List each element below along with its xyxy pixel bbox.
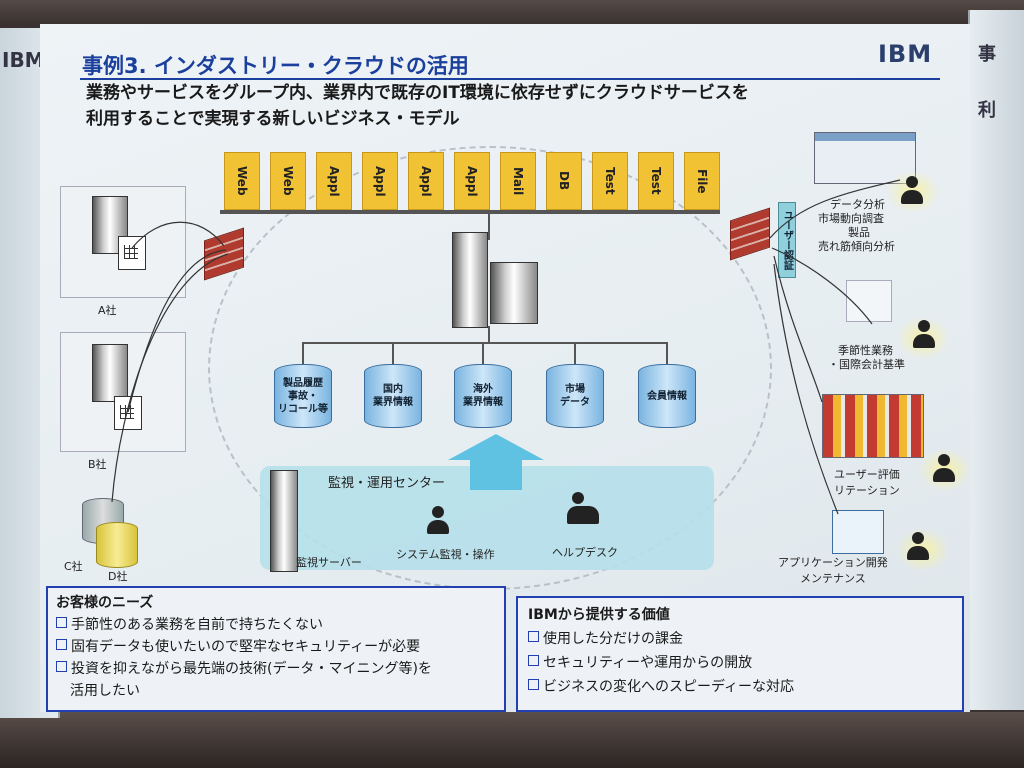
system-ops-label: システム監視・操作 xyxy=(396,548,495,561)
company-b-server xyxy=(92,344,128,402)
needs-item-3-cont: 活用したい xyxy=(70,683,140,699)
monitoring-server-label: 監視サーバー xyxy=(296,556,362,569)
right-item2-line2: ・国際会計基準 xyxy=(828,358,905,371)
room-floor xyxy=(0,712,1024,768)
right-item1-line2: 市場動向調査 xyxy=(818,212,884,225)
app-block-appl-1: Appl xyxy=(316,152,352,210)
app-block-appl-3: Appl xyxy=(408,152,444,210)
db-overseas-industry: 海外業界情報 xyxy=(454,364,512,428)
app-bus-line xyxy=(220,210,720,214)
side-right-char-2: 利 xyxy=(978,100,996,121)
evaluation-person-icon xyxy=(938,454,950,466)
user-auth-box: ユーザー認証 xyxy=(778,202,796,278)
bus-connector xyxy=(488,214,490,240)
helpdesk-label: ヘルプデスク xyxy=(552,546,618,559)
customer-needs-box: お客様のニーズ 手節性のある業務を自前で持ちたくない 固有データも使いたいので堅… xyxy=(46,586,506,712)
seasonal-person-body xyxy=(913,334,935,348)
analyst-person-body xyxy=(901,190,923,204)
right-item4-line2: メンテナンス xyxy=(800,572,866,585)
needs-title: お客様のニーズ xyxy=(56,595,154,611)
app-block-file: File xyxy=(684,152,720,210)
right-item1-line1: データ分析 xyxy=(830,198,885,211)
value-item-3: ビジネスの変化へのスピーディーな対応 xyxy=(528,676,794,696)
subtitle-line-1: 業務やサービスをグループ内、業界内で既存のIT環境に依存せずにクラウドサービスを xyxy=(86,83,749,103)
ibm-value-box: IBMから提供する価値 使用した分だけの課金 セキュリティーや運用からの開放 ビ… xyxy=(516,596,964,712)
operator-person-body xyxy=(427,520,449,534)
adjacent-slide-right: 事 利 xyxy=(968,10,1024,710)
appdev-person-body xyxy=(907,546,929,560)
right-item4-line1: アプリケーション開発 xyxy=(778,556,888,569)
app-block-test-1: Test xyxy=(592,152,628,210)
db-product-history: 製品履歴事故・リコール等 xyxy=(274,364,332,428)
db-tree-trunk xyxy=(488,326,490,344)
helpdesk-person-body xyxy=(567,506,599,524)
slide-subtitle: 業務やサービスをグループ内、業界内で既存のIT環境に依存せずにクラウドサービスを… xyxy=(86,80,946,132)
appdev-person-icon xyxy=(912,532,924,544)
value-item-2: セキュリティーや運用からの開放 xyxy=(528,652,752,672)
needs-item-2: 固有データも使いたいので堅牢なセキュリティーが必要 xyxy=(56,636,420,656)
db-member-info: 会員情報 xyxy=(638,364,696,428)
evaluation-person-body xyxy=(933,468,955,482)
room-ceiling xyxy=(0,0,1024,22)
company-b-label: B社 xyxy=(88,458,107,471)
right-item3-line1: ユーザー評価 xyxy=(834,468,900,481)
db-tree-branch xyxy=(302,342,666,344)
company-a-doc-icon xyxy=(118,236,146,270)
title-rule xyxy=(80,78,940,80)
upload-arrow-stem xyxy=(470,460,522,490)
app-block-mail: Mail xyxy=(500,152,536,210)
side-left-logo: IBM xyxy=(2,48,45,72)
app-dev-diagram-icon xyxy=(832,510,884,554)
right-item2-line1: 季節性業務 xyxy=(838,344,893,357)
company-b-doc-icon xyxy=(114,396,142,430)
helpdesk-person-icon xyxy=(572,492,584,504)
company-a-label: A社 xyxy=(98,304,117,317)
presentation-slide: 事例3. インダストリー・クラウドの活用 IBM 業務やサービスをグループ内、業… xyxy=(40,24,970,712)
app-block-web-1: Web xyxy=(224,152,260,210)
upload-arrow-head xyxy=(448,434,544,460)
app-block-db: DB xyxy=(546,152,582,210)
seasonal-person-icon xyxy=(918,320,930,332)
db-market-data: 市場データ xyxy=(546,364,604,428)
subtitle-line-2: 利用することで実現する新しいビジネス・モデル xyxy=(86,109,460,129)
company-c-label: C社 xyxy=(64,560,83,573)
side-right-char-1: 事 xyxy=(978,44,996,65)
operator-person-icon xyxy=(432,506,444,518)
evaluation-screen-icon xyxy=(822,394,924,458)
needs-item-3: 投資を抑えながら最先端の技術(データ・マイニング等)を xyxy=(56,658,432,678)
db-link-4 xyxy=(574,342,576,364)
ibm-logo: IBM xyxy=(878,40,933,68)
app-block-test-2: Test xyxy=(638,152,674,210)
app-block-appl-2: Appl xyxy=(362,152,398,210)
company-d-label: D社 xyxy=(108,570,128,583)
needs-item-1: 手節性のある業務を自前で持ちたくない xyxy=(56,614,323,634)
db-link-3 xyxy=(482,342,484,364)
app-block-appl-4: Appl xyxy=(454,152,490,210)
value-title: IBMから提供する価値 xyxy=(528,607,670,623)
right-item1-line3: 製品 xyxy=(848,226,870,239)
value-item-1: 使用した分だけの課金 xyxy=(528,628,683,648)
db-link-1 xyxy=(302,342,304,364)
seasonal-chart-icon xyxy=(846,280,892,322)
slide-title: 事例3. インダストリー・クラウドの活用 xyxy=(82,54,469,78)
central-server-tower xyxy=(452,232,488,328)
right-item1-line4: 売れ筋傾向分析 xyxy=(818,240,895,253)
analyst-person-icon xyxy=(906,176,918,188)
db-link-2 xyxy=(392,342,394,364)
central-server-unit xyxy=(490,262,538,324)
monitoring-server-icon xyxy=(270,470,298,572)
right-item3-line2: リテーション xyxy=(834,484,900,497)
db-domestic-industry: 国内業界情報 xyxy=(364,364,422,428)
company-d-db-icon xyxy=(96,522,138,568)
connector-curves xyxy=(111,179,901,515)
db-link-5 xyxy=(666,342,668,364)
app-block-web-2: Web xyxy=(270,152,306,210)
monitoring-center-label: 監視・運用センター xyxy=(328,476,446,491)
